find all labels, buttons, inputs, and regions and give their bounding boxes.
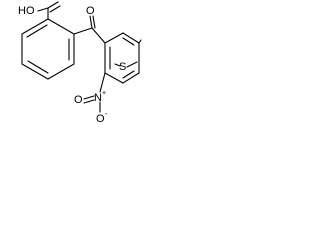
bond xyxy=(49,5,61,13)
bond xyxy=(114,63,121,67)
bond xyxy=(21,63,49,80)
bond xyxy=(37,7,49,12)
oxygen-charge-label: - xyxy=(105,111,108,118)
nitro-oxygen-right-label: O xyxy=(96,113,105,122)
bond xyxy=(122,70,135,79)
bond xyxy=(138,39,142,44)
bond xyxy=(126,61,138,68)
bond xyxy=(91,27,106,44)
bond xyxy=(122,32,140,44)
bond xyxy=(104,72,124,84)
bond xyxy=(104,32,124,44)
bond xyxy=(26,24,48,38)
carboxyl-hydroxyl-label: HO xyxy=(18,5,35,17)
bond xyxy=(122,37,135,46)
bond xyxy=(89,15,93,29)
sulfur-label: S xyxy=(119,61,126,73)
bond xyxy=(83,99,95,104)
chemical-structure: HO O S O N + O - xyxy=(18,1,142,122)
bond xyxy=(47,18,75,35)
ketone-oxygen-label: O xyxy=(86,5,95,17)
bond xyxy=(122,72,140,84)
bond xyxy=(27,60,49,74)
bond xyxy=(47,63,75,80)
nitro-oxygen-left-label: O xyxy=(74,94,83,106)
bond xyxy=(47,1,59,9)
bond xyxy=(99,72,106,93)
bond xyxy=(92,15,96,29)
bond xyxy=(21,18,49,35)
nitro-nitrogen-label: N xyxy=(94,92,102,104)
bond xyxy=(73,27,93,35)
bond-skeleton xyxy=(21,1,142,113)
nitrogen-charge-label: + xyxy=(102,90,106,97)
bond xyxy=(83,95,95,100)
